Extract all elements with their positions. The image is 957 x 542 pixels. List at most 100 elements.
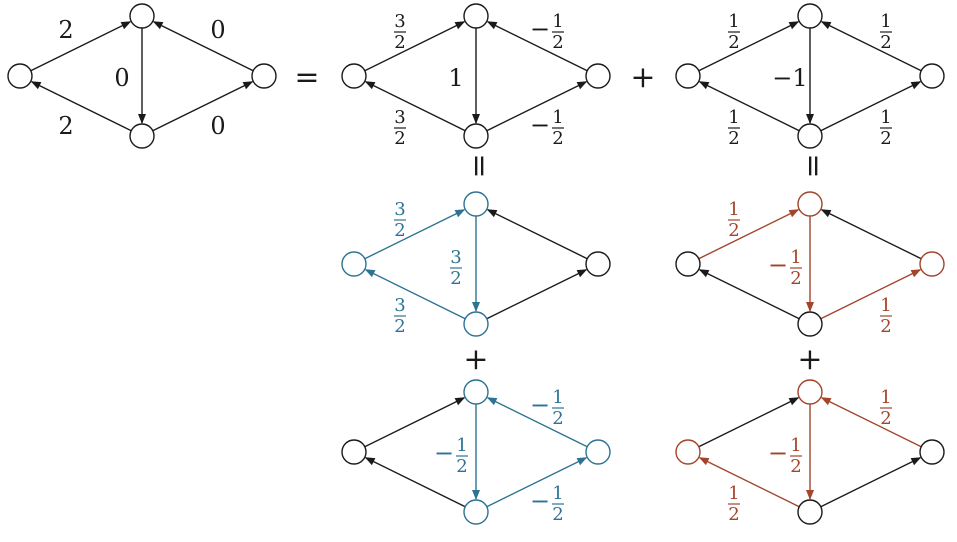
edge-label-top-to-bottom-text: 1 bbox=[448, 64, 463, 92]
edge-label-bottom-to-left-denominator: 2 bbox=[394, 128, 405, 149]
node-left bbox=[675, 63, 701, 89]
node-right bbox=[585, 439, 611, 465]
node-top bbox=[463, 3, 489, 29]
edge-label-right-to-top-numerator: 1 bbox=[880, 387, 891, 408]
edge-label-bottom-to-right-minus: − bbox=[530, 487, 550, 515]
edge-bottom-to-right bbox=[486, 81, 588, 132]
edge-label-right-to-top-denominator: 2 bbox=[880, 408, 891, 429]
edge-bottom-to-left bbox=[698, 269, 800, 320]
graph-middle-bot: −12−12−12 bbox=[341, 379, 611, 525]
edge-left-to-top bbox=[698, 21, 800, 72]
edge-label-left-to-top-numerator: 3 bbox=[394, 11, 405, 32]
edge-label-left-to-top-denominator: 2 bbox=[394, 220, 405, 241]
edge-label-left-to-top-numerator: 1 bbox=[728, 11, 739, 32]
graph-right-bot: 12 −12 12 bbox=[675, 379, 945, 525]
edge-label-bottom-to-right-denominator: 2 bbox=[880, 316, 891, 337]
edge-label-bottom-to-left: 2 bbox=[58, 112, 73, 140]
edge-label-bottom-to-left: 32 bbox=[394, 295, 406, 337]
operators-layer: = + = = + + bbox=[294, 60, 831, 377]
edge-label-left-to-top: 32 bbox=[394, 199, 406, 241]
edge-label-left-to-top: 12 bbox=[728, 199, 740, 241]
node-top bbox=[463, 379, 489, 405]
edge-label-bottom-to-right-denominator: 2 bbox=[552, 128, 563, 149]
node-right bbox=[251, 63, 277, 89]
edge-label-top-to-bottom: 32 bbox=[450, 247, 462, 289]
edge-label-bottom-to-left: 12 bbox=[728, 483, 740, 525]
edge-left-to-top bbox=[30, 21, 132, 72]
edge-label-top-to-bottom: −12 bbox=[768, 435, 802, 477]
edge-label-left-to-top: 32 bbox=[394, 11, 406, 53]
node-bottom bbox=[463, 123, 489, 149]
graphs-layer: 2200032321−12−121212−1121232323212−1212−… bbox=[7, 3, 945, 525]
edge-label-left-to-top-numerator: 3 bbox=[394, 199, 405, 220]
edge-label-bottom-to-right-numerator: 1 bbox=[552, 483, 563, 504]
vertical-equals-middle: = bbox=[462, 153, 497, 178]
edge-label-right-to-top: −12 bbox=[530, 11, 564, 53]
node-right bbox=[585, 251, 611, 277]
edge-label-right-to-top-numerator: 1 bbox=[552, 11, 563, 32]
edge-left-to-top bbox=[698, 397, 800, 448]
node-right bbox=[585, 63, 611, 89]
node-left bbox=[341, 439, 367, 465]
edge-bottom-to-left bbox=[698, 81, 800, 132]
edge-label-right-to-top-denominator: 2 bbox=[552, 32, 563, 53]
node-right bbox=[919, 251, 945, 277]
edge-label-top-to-bottom: −12 bbox=[768, 247, 802, 289]
edge-label-right-to-top: 0 bbox=[210, 16, 225, 44]
edge-label-bottom-to-left-denominator: 2 bbox=[394, 316, 405, 337]
edge-label-top-to-bottom-text: −1 bbox=[772, 64, 807, 92]
edge-right-to-top bbox=[820, 397, 922, 448]
edge-label-bottom-to-left-denominator: 2 bbox=[728, 128, 739, 149]
edge-label-top-to-bottom: 1 bbox=[448, 64, 463, 92]
edge-bottom-to-left bbox=[364, 457, 466, 508]
edge-label-right-to-top-numerator: 1 bbox=[880, 11, 891, 32]
edge-label-bottom-to-right-minus: − bbox=[530, 111, 550, 139]
edge-label-right-to-top: −12 bbox=[530, 387, 564, 429]
edge-label-right-to-top-denominator: 2 bbox=[880, 32, 891, 53]
edge-left-to-top bbox=[364, 209, 466, 260]
edge-label-bottom-to-right: 12 bbox=[880, 107, 892, 149]
edge-label-left-to-top-numerator: 1 bbox=[728, 199, 739, 220]
edge-label-bottom-to-right: −12 bbox=[530, 483, 564, 525]
edge-label-left-to-top: 12 bbox=[728, 11, 740, 53]
edge-left-to-top bbox=[364, 21, 466, 72]
edge-label-right-to-top-minus: − bbox=[530, 391, 550, 419]
edge-label-top-to-bottom-numerator: 1 bbox=[456, 435, 467, 456]
node-bottom bbox=[463, 311, 489, 337]
edge-left-to-top bbox=[364, 397, 466, 448]
edge-label-bottom-to-left: 12 bbox=[728, 107, 740, 149]
edge-bottom-to-right bbox=[486, 269, 588, 320]
edge-label-bottom-to-left-text: 2 bbox=[58, 112, 73, 140]
edge-label-top-to-bottom-denominator: 2 bbox=[790, 268, 801, 289]
node-bottom bbox=[797, 123, 823, 149]
edge-label-right-to-top-numerator: 1 bbox=[552, 387, 563, 408]
edge-label-bottom-to-right-numerator: 1 bbox=[552, 107, 563, 128]
edge-right-to-top bbox=[152, 21, 254, 72]
edge-label-bottom-to-left-numerator: 1 bbox=[728, 107, 739, 128]
edge-label-bottom-to-right-denominator: 2 bbox=[552, 504, 563, 525]
edge-label-left-to-top: 2 bbox=[58, 16, 73, 44]
edge-label-left-to-top-text: 2 bbox=[58, 16, 73, 44]
edge-label-top-to-bottom: −1 bbox=[772, 64, 807, 92]
edge-label-top-to-bottom-numerator: 1 bbox=[790, 247, 801, 268]
edge-label-left-to-top-denominator: 2 bbox=[728, 32, 739, 53]
edge-right-to-top bbox=[486, 209, 588, 260]
node-top bbox=[129, 3, 155, 29]
plus-sign-right: + bbox=[797, 342, 822, 377]
edge-right-to-top bbox=[820, 209, 922, 260]
edge-label-top-to-bottom: 0 bbox=[114, 64, 129, 92]
edge-label-top-to-bottom-denominator: 2 bbox=[456, 456, 467, 477]
edge-bottom-to-right bbox=[152, 81, 254, 132]
edge-label-right-to-top-denominator: 2 bbox=[552, 408, 563, 429]
node-top bbox=[797, 379, 823, 405]
node-bottom bbox=[797, 499, 823, 525]
node-left bbox=[341, 63, 367, 89]
edge-bottom-to-right bbox=[486, 457, 588, 508]
edge-label-top-to-bottom-text: 0 bbox=[114, 64, 129, 92]
edge-label-bottom-to-right-denominator: 2 bbox=[880, 128, 891, 149]
edge-label-left-to-top-denominator: 2 bbox=[728, 220, 739, 241]
node-right bbox=[919, 63, 945, 89]
